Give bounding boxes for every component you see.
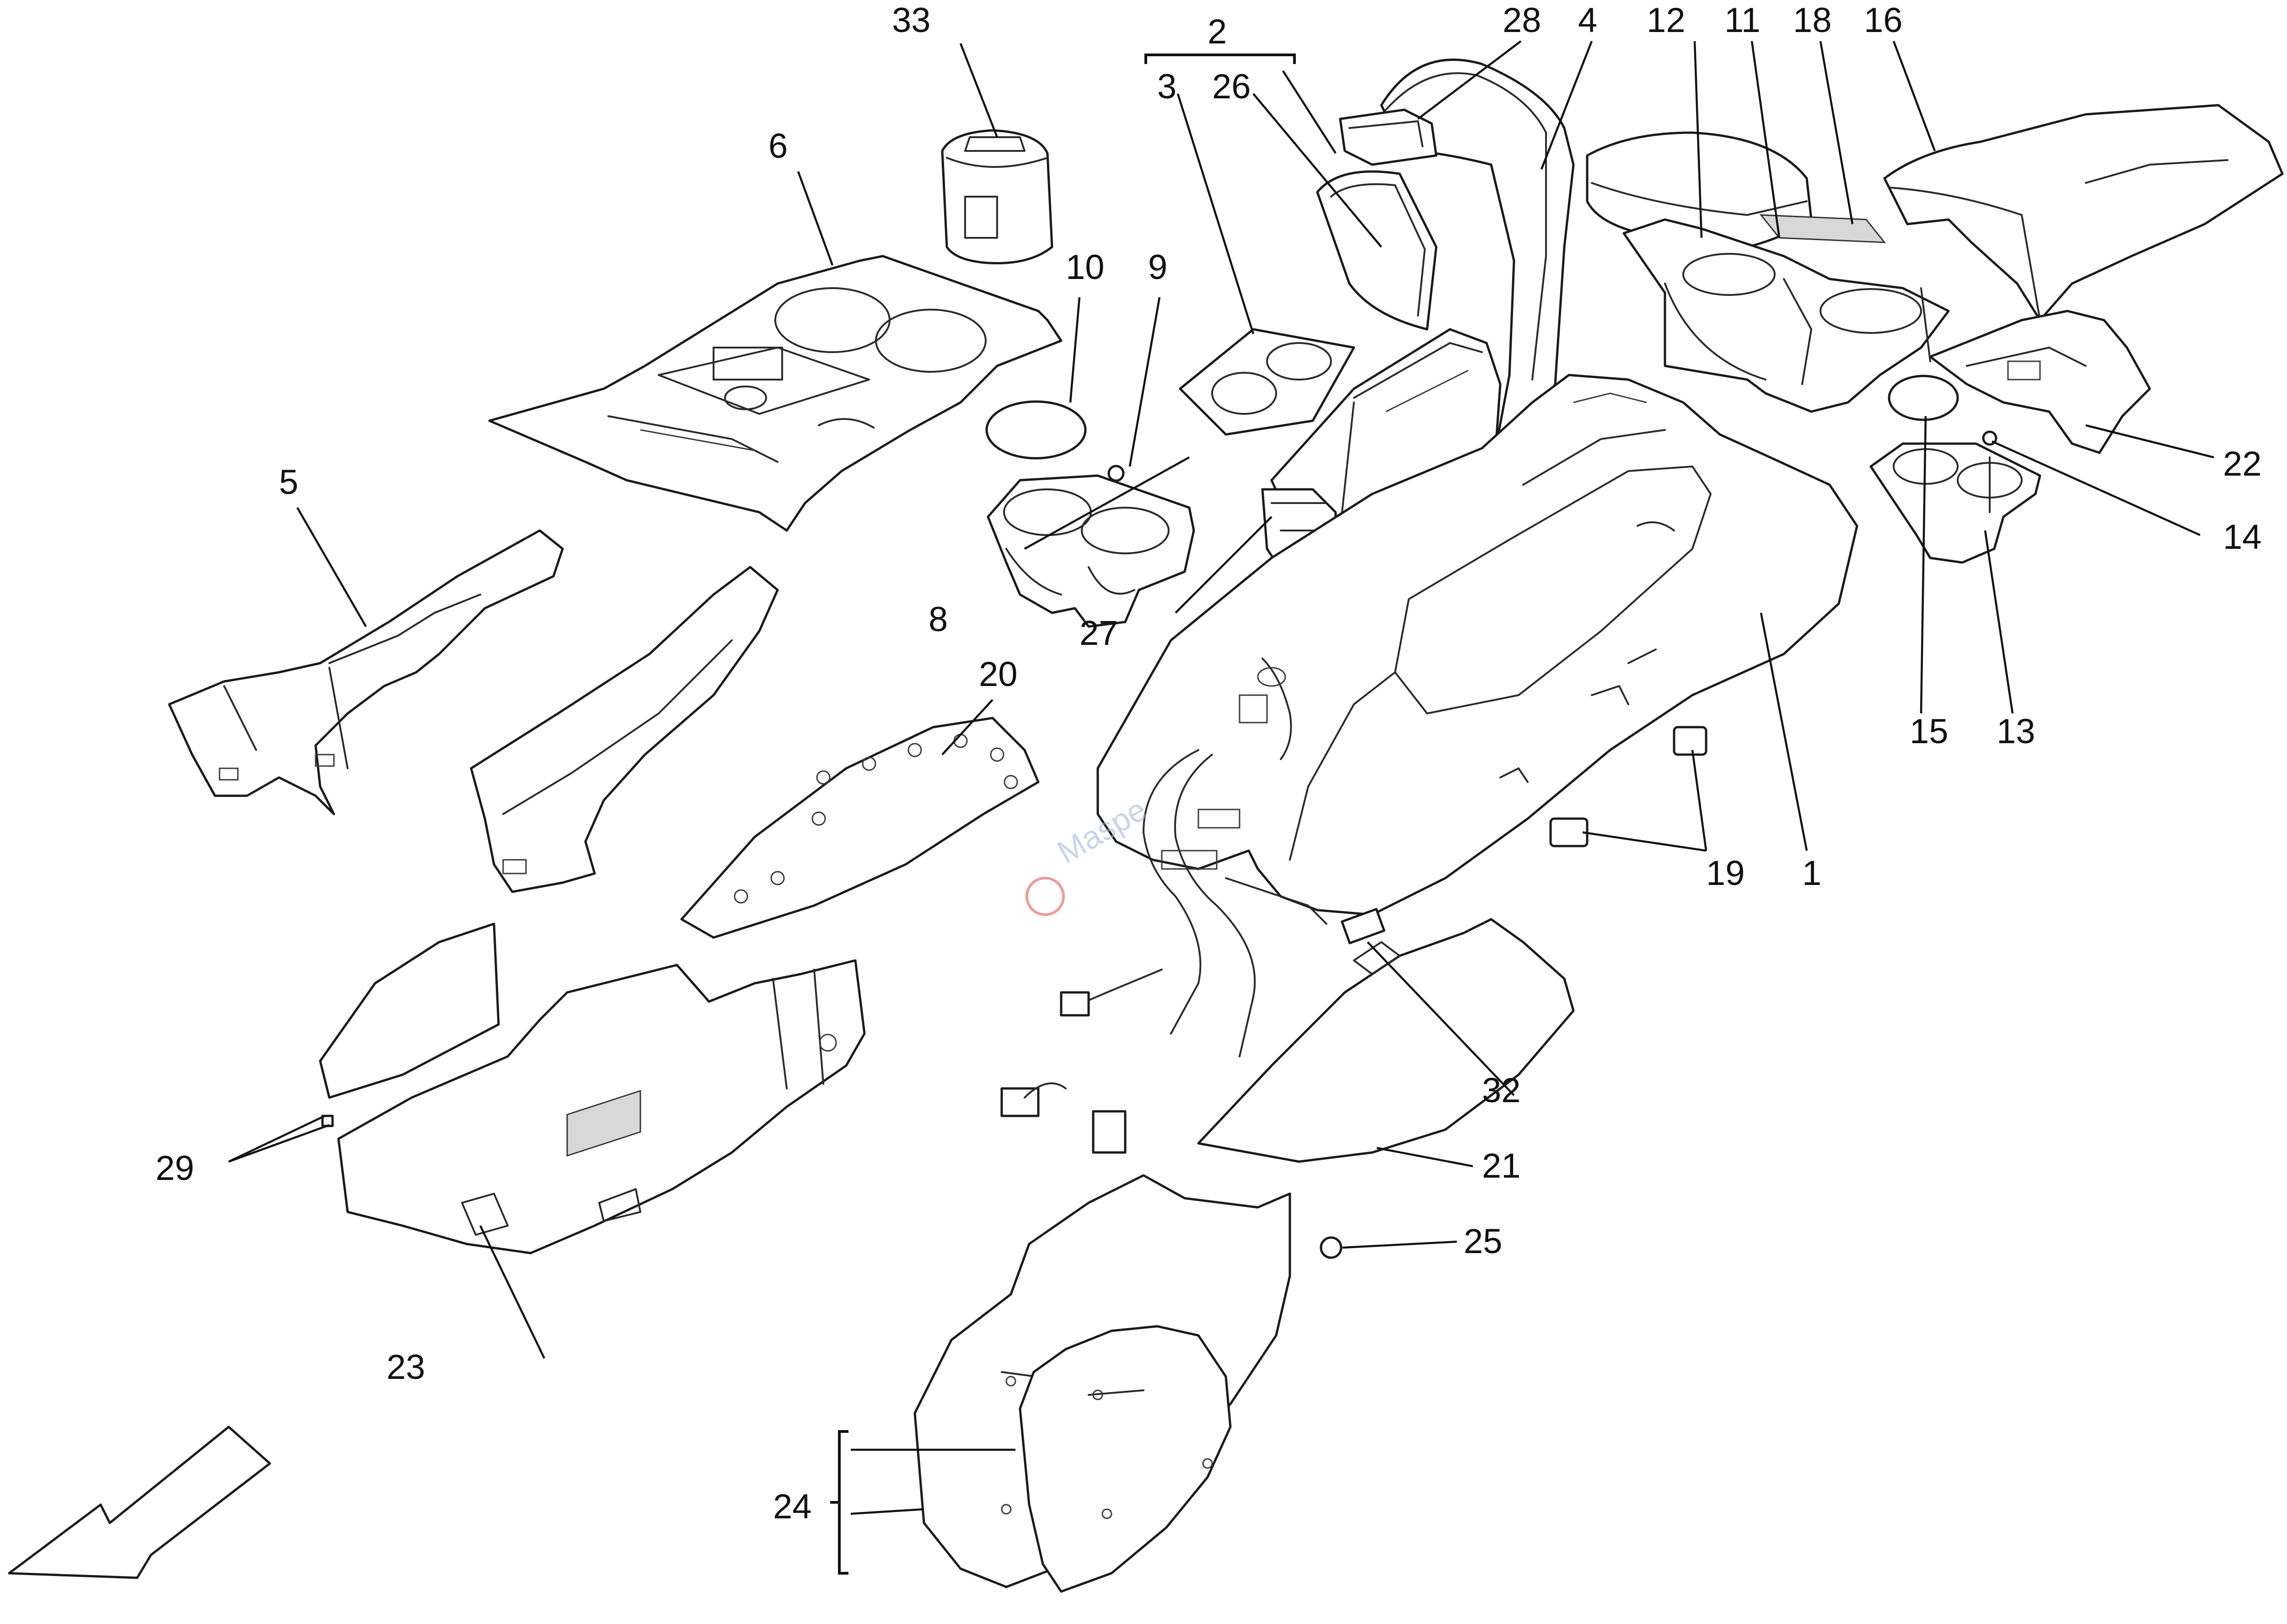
- callout-28: 28: [1503, 1, 1541, 40]
- callout-9: 9: [1148, 248, 1167, 287]
- front-direction-arrow-icon: [8, 1426, 271, 1579]
- callout-14: 14: [2223, 518, 2262, 557]
- callout-8: 8: [929, 600, 948, 639]
- part-5-side-trim-strip: [470, 566, 779, 893]
- part-1-main-console-body: [1096, 374, 1858, 916]
- part-5-front-trim: [168, 529, 564, 815]
- part-12-rear-cup-holder-module: [1622, 218, 1950, 413]
- part-10-round-mat: [985, 400, 1087, 460]
- part-33-cup-holder-insert: [941, 129, 1053, 265]
- part-8-double-cup-holder: [987, 474, 1195, 628]
- part-26-lid-seal: [1316, 170, 1438, 331]
- part-4-armrest-lid: [1380, 59, 1575, 459]
- wiring-harness: [1000, 658, 1327, 1154]
- part-22-bracket: [1920, 287, 2151, 454]
- part-19-plugs: [1549, 726, 1707, 847]
- part-24-rear-lower-panel-front: [1019, 1325, 1232, 1593]
- watermark: Maspe: [1025, 791, 1152, 916]
- part-18-anti-slip-mat: [1759, 214, 1886, 243]
- part-13-rear-cup-holder: [1869, 442, 2041, 564]
- leader-lines: [228, 40, 2214, 1575]
- part-32-clip: [1341, 908, 1385, 944]
- callout-16: 16: [1864, 1, 1903, 40]
- callout-labels: 33 6 10 9 8 27 2 3 26 28 4 12 11 18 16 2…: [156, 1, 2262, 1526]
- callout-3: 3: [1157, 67, 1176, 106]
- callout-26: 26: [1212, 67, 1251, 106]
- callout-20: 20: [979, 655, 1018, 694]
- part-6-upper-console-trim: [488, 255, 1063, 532]
- part-28-latch: [1339, 108, 1438, 166]
- callout-10: 10: [1066, 248, 1105, 287]
- part-29-left-insulation-panel: [319, 922, 500, 1127]
- part-16-rear-armrest-cover: [1883, 104, 2284, 322]
- part-15-round-mat: [1888, 375, 1959, 421]
- callout-27: 27: [1079, 614, 1118, 653]
- callout-32: 32: [1482, 1071, 1521, 1110]
- callout-23: 23: [387, 1348, 425, 1387]
- callout-21: 21: [1482, 1147, 1521, 1185]
- callout-29: 29: [156, 1149, 194, 1188]
- part-25-cap: [1320, 1236, 1342, 1259]
- callout-4: 4: [1578, 1, 1597, 40]
- callout-2: 2: [1208, 12, 1227, 51]
- callout-25: 25: [1464, 1222, 1503, 1261]
- callout-22: 22: [2223, 445, 2262, 483]
- callout-13: 13: [1997, 712, 2035, 751]
- callout-19: 19: [1706, 854, 1745, 893]
- callout-5: 5: [279, 463, 298, 502]
- part-20-side-panel: [680, 717, 1040, 939]
- callout-18: 18: [1793, 1, 1832, 40]
- callout-6: 6: [768, 127, 788, 166]
- callout-15: 15: [1910, 712, 1949, 751]
- part-3-cup-plate: [1179, 328, 1355, 436]
- callout-1: 1: [1802, 854, 1821, 893]
- callout-11: 11: [1724, 1, 1761, 40]
- part-23-left-side-cover: [337, 959, 866, 1254]
- callout-12: 12: [1647, 1, 1686, 40]
- callout-33: 33: [892, 1, 931, 40]
- callout-24: 24: [773, 1487, 812, 1526]
- part-21-right-front-panel: [1197, 918, 1575, 1163]
